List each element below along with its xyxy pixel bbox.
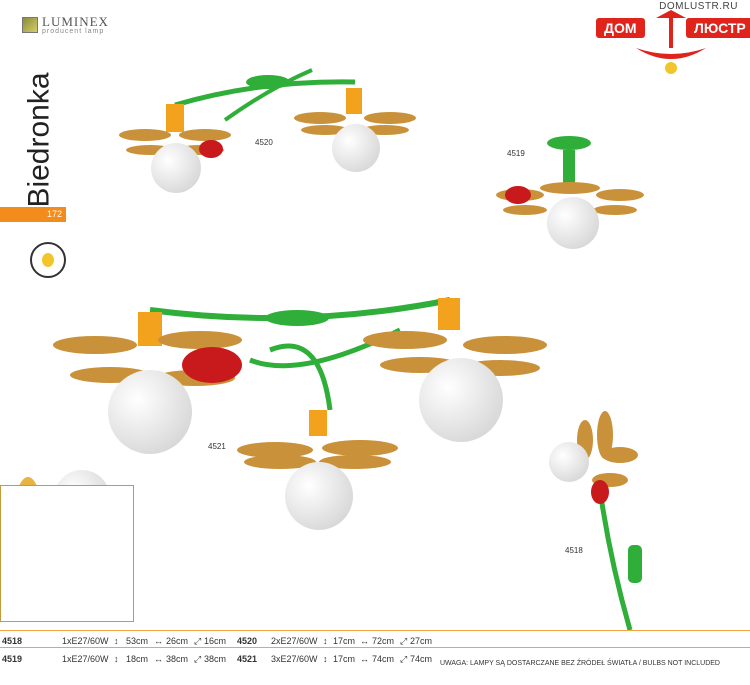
- spec-height: 53cm: [126, 636, 149, 646]
- brand-name: LUMINEX: [42, 13, 109, 29]
- site-url[interactable]: DOMLUSTR.RU: [659, 1, 738, 12]
- spec-bulb: 1xE27/60W: [62, 654, 109, 664]
- spec-height: 17cm: [333, 654, 356, 664]
- spec-bulb: 2xE27/60W: [271, 636, 318, 646]
- lamp-4520-image: [119, 68, 416, 193]
- spec-depth: 16cm: [204, 636, 227, 646]
- spec-bulb: 3xE27/60W: [271, 654, 318, 664]
- spec-code: 4520: [237, 636, 258, 646]
- spec-code: 4519: [2, 654, 23, 664]
- model-label-4519: 4519: [507, 149, 525, 158]
- table-rule-top: [0, 630, 750, 631]
- model-label-4521: 4521: [208, 442, 226, 451]
- brand-logo: LUMINEX producent lamp: [22, 10, 109, 40]
- spec-width: 74cm: [372, 654, 395, 664]
- page-number-bar: 172: [0, 207, 66, 222]
- domlustr-logo: ДОМ ЛЮСТР: [596, 10, 750, 80]
- page-number: 172: [46, 209, 62, 219]
- brand-subtitle: producent lamp: [42, 27, 105, 35]
- spec-height: 17cm: [333, 636, 356, 646]
- spec-row-1: 4518 1xE27/60W ↕53cm ↔26cm ⤢16cm 4520 2x…: [2, 636, 433, 646]
- model-label-4518: 4518: [565, 546, 583, 555]
- spec-width: 38cm: [166, 654, 189, 664]
- table-rule-middle: [0, 647, 750, 648]
- logo-right-word: ЛЮСТР: [686, 18, 750, 38]
- brand-mark-icon: [22, 17, 38, 33]
- spec-depth: 38cm: [204, 654, 227, 664]
- logo-left-word: ДОМ: [596, 18, 645, 38]
- bulbs-note: UWAGA: LAMPY SĄ DOSTARCZANE BEZ ŹRÓDEŁ Ś…: [439, 660, 720, 667]
- spec-code: 4518: [2, 636, 23, 646]
- energy-saver-badge-icon: [30, 242, 66, 278]
- spec-row-2: 4519 1xE27/60W ↕18cm ↔38cm ⤢38cm 4521 3x…: [2, 654, 433, 664]
- lamp-4518-image: [549, 411, 642, 631]
- spec-code: 4521: [237, 654, 258, 664]
- spec-depth: 27cm: [410, 636, 433, 646]
- spec-depth: 74cm: [410, 654, 433, 664]
- detail-inset-frame: [0, 485, 134, 622]
- spec-height: 18cm: [126, 654, 149, 664]
- chandelier-logo-icon: [636, 10, 706, 74]
- lamp-4519-image: [496, 136, 644, 249]
- spec-bulb: 1xE27/60W: [62, 636, 109, 646]
- lamp-4521-image: [53, 297, 547, 530]
- model-label-4520: 4520: [255, 138, 273, 147]
- spec-width: 72cm: [372, 636, 395, 646]
- spec-width: 26cm: [166, 636, 189, 646]
